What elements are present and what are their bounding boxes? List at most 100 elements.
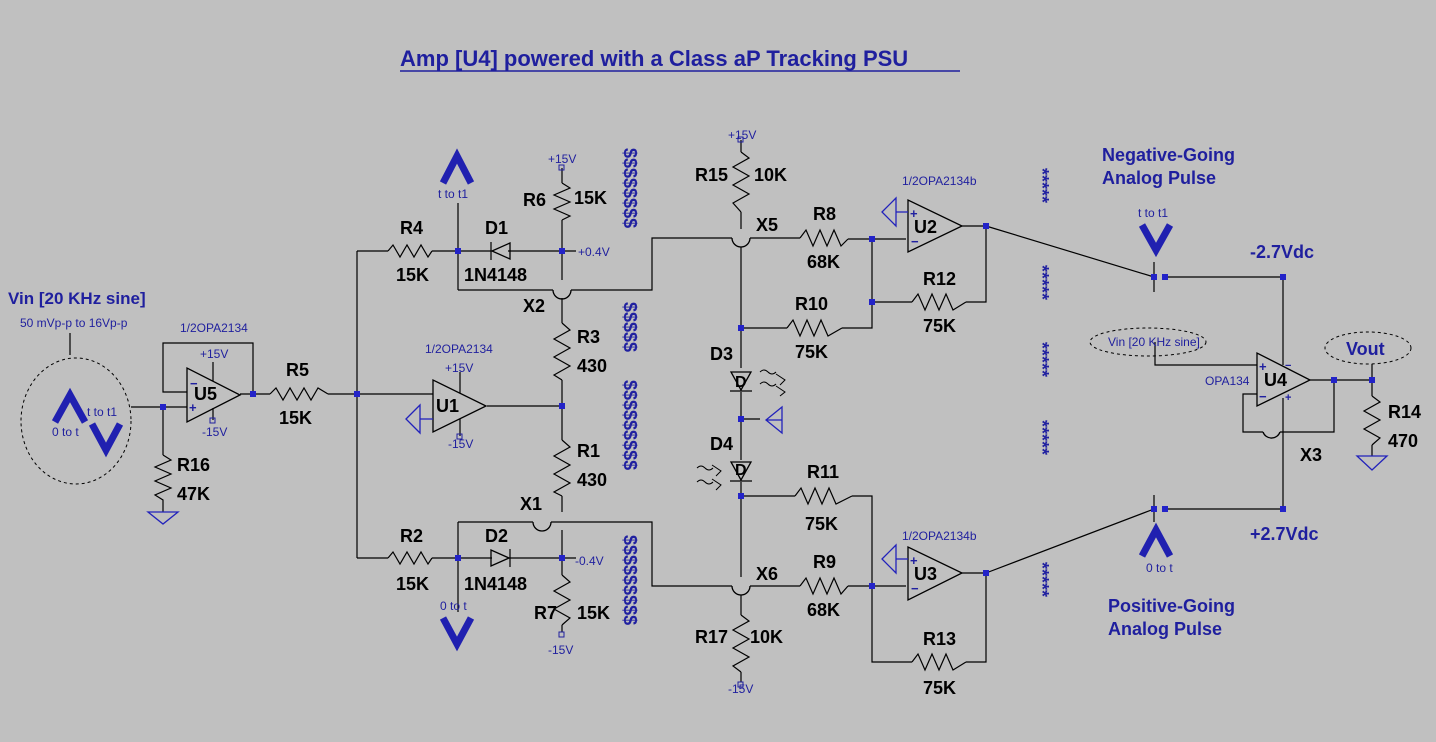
rail-labels: +15V +0.4V -0.4V -15V +15V -15V: [548, 128, 756, 696]
svg-text:0 to t: 0 to t: [1146, 561, 1173, 575]
r10-name: R10: [795, 294, 828, 314]
r12-name: R12: [923, 269, 956, 289]
neg-supply-label: -2.7Vdc: [1250, 242, 1314, 262]
r2-name: R2: [400, 526, 423, 546]
source-label: Vin [20 KHz sine]: [8, 289, 146, 308]
r6-rail: +15V: [548, 152, 576, 166]
u5-model: 1/2OPA2134: [180, 321, 248, 335]
star-sep-d: *****: [1032, 420, 1052, 455]
r17-name: R17: [695, 627, 728, 647]
u4-name: U4: [1264, 370, 1287, 390]
dollar-sep-a: $$$$$$$$: [620, 148, 640, 228]
star-sep-e: *****: [1032, 562, 1052, 597]
diode-d3: D D3: [710, 344, 786, 397]
neg-pulse-title-2: Analog Pulse: [1102, 168, 1216, 188]
pulse-gen-d2: 0 to t: [439, 599, 475, 652]
r12-value: 75K: [923, 316, 956, 336]
u1-name: U1: [436, 396, 459, 416]
r1-name: R1: [577, 441, 600, 461]
svg-text:−: −: [911, 234, 919, 249]
svg-text:0 to t: 0 to t: [440, 599, 467, 613]
u2-model: 1/2OPA2134b: [902, 174, 977, 188]
neg-pulse-title-1: Negative-Going: [1102, 145, 1235, 165]
r4-name: R4: [400, 218, 423, 238]
source-amplitude: 50 mVp-p to 16Vp-p: [20, 316, 128, 330]
r8-value: 68K: [807, 252, 840, 272]
source-up-pulse: [51, 387, 89, 424]
r16-value: 47K: [177, 484, 210, 504]
u3-model: 1/2OPA2134b: [902, 529, 977, 543]
u5-vneg: -15V: [202, 425, 227, 439]
diode-d1: D1 1N4148: [464, 218, 527, 285]
d4-name: D4: [710, 434, 733, 454]
r7-value: 15K: [577, 603, 610, 623]
vin-tag-ellipse: [1089, 327, 1207, 357]
star-sep-c: *****: [1032, 342, 1052, 377]
r5-name: R5: [286, 360, 309, 380]
d3-model: D: [735, 374, 747, 391]
u3-name: U3: [914, 564, 937, 584]
svg-text:−: −: [190, 376, 198, 391]
ground-symbols: [146, 196, 1389, 575]
vout-label: Vout: [1346, 339, 1385, 359]
d3-name: D3: [710, 344, 733, 364]
d2-model: 1N4148: [464, 574, 527, 594]
opamp-u3: U3 1/2OPA2134b + −: [902, 529, 977, 602]
d2-name: D2: [485, 526, 508, 546]
r1-value: 430: [577, 470, 607, 490]
r13-value: 75K: [923, 678, 956, 698]
r6-name: R6: [523, 190, 546, 210]
pulse-gen-d1: t to t1: [438, 148, 475, 201]
u4-model: OPA134: [1205, 374, 1250, 388]
svg-text:t to t1: t to t1: [438, 187, 468, 201]
resistor-bodies: [153, 151, 1382, 673]
x2-label: X2: [523, 296, 545, 316]
svg-text:+: +: [910, 206, 918, 221]
d1-name: D1: [485, 218, 508, 238]
r11-value: 75K: [805, 514, 838, 534]
x6-label: X6: [756, 564, 778, 584]
resistor-labels: R5 15K R4 15K R2 15K R6 15K R3 430 R1 43…: [177, 165, 1421, 698]
svg-text:+: +: [1285, 392, 1291, 404]
r17-rail: -15V: [728, 682, 753, 696]
r11-name: R11: [807, 462, 839, 482]
r10-value: 75K: [795, 342, 828, 362]
u5-vpos: +15V: [200, 347, 228, 361]
diode-d2: D2 1N4148: [464, 526, 527, 594]
wires: [131, 140, 1373, 682]
opamp-u4: U4 OPA134 + − − +: [1205, 351, 1312, 408]
bias-pos: +0.4V: [578, 245, 610, 259]
r7-rail: -15V: [548, 643, 573, 657]
r9-name: R9: [813, 552, 836, 572]
r14-name: R14: [1388, 402, 1421, 422]
r14-value: 470: [1388, 431, 1418, 451]
x3-label: X3: [1300, 445, 1322, 465]
separators: $$$$$$$$ $$$$$ $$$$$$$$$ $$$$$$$$$ *****…: [620, 148, 1052, 625]
svg-text:−: −: [1285, 360, 1291, 372]
opamp-u2: U2 1/2OPA2134b + −: [902, 174, 977, 254]
u1-model: 1/2OPA2134: [425, 342, 493, 356]
u2-name: U2: [914, 217, 937, 237]
pos-pulse-title-2: Analog Pulse: [1108, 619, 1222, 639]
source-ellipse: [20, 357, 132, 485]
dollar-sep-c: $$$$$$$$$: [620, 380, 640, 470]
dollar-sep-b: $$$$$: [620, 302, 640, 352]
r16-name: R16: [177, 455, 210, 475]
r4-value: 15K: [396, 265, 429, 285]
junction-dots: [160, 223, 1375, 589]
svg-text:−: −: [911, 581, 919, 596]
r15-value: 10K: [754, 165, 787, 185]
vin-tag: Vin [20 KHz sine]: [1108, 335, 1200, 349]
page-title: Amp [U4] powered with a Class aP Trackin…: [400, 46, 908, 71]
opamp-u1: U1 1/2OPA2134 +15V -15V: [425, 342, 493, 451]
pulse-gen-u4pos: 0 to t: [1138, 522, 1173, 575]
pulse-gen-u4neg: t to t1: [1138, 206, 1174, 258]
bias-neg: -0.4V: [575, 554, 604, 568]
r15-name: R15: [695, 165, 728, 185]
u1-vpos: +15V: [445, 361, 473, 375]
u1-vneg: -15V: [448, 437, 473, 451]
crossing-hops: [532, 237, 1281, 596]
r13-name: R13: [923, 629, 956, 649]
pos-pulse-title-1: Positive-Going: [1108, 596, 1235, 616]
r6-value: 15K: [574, 188, 607, 208]
